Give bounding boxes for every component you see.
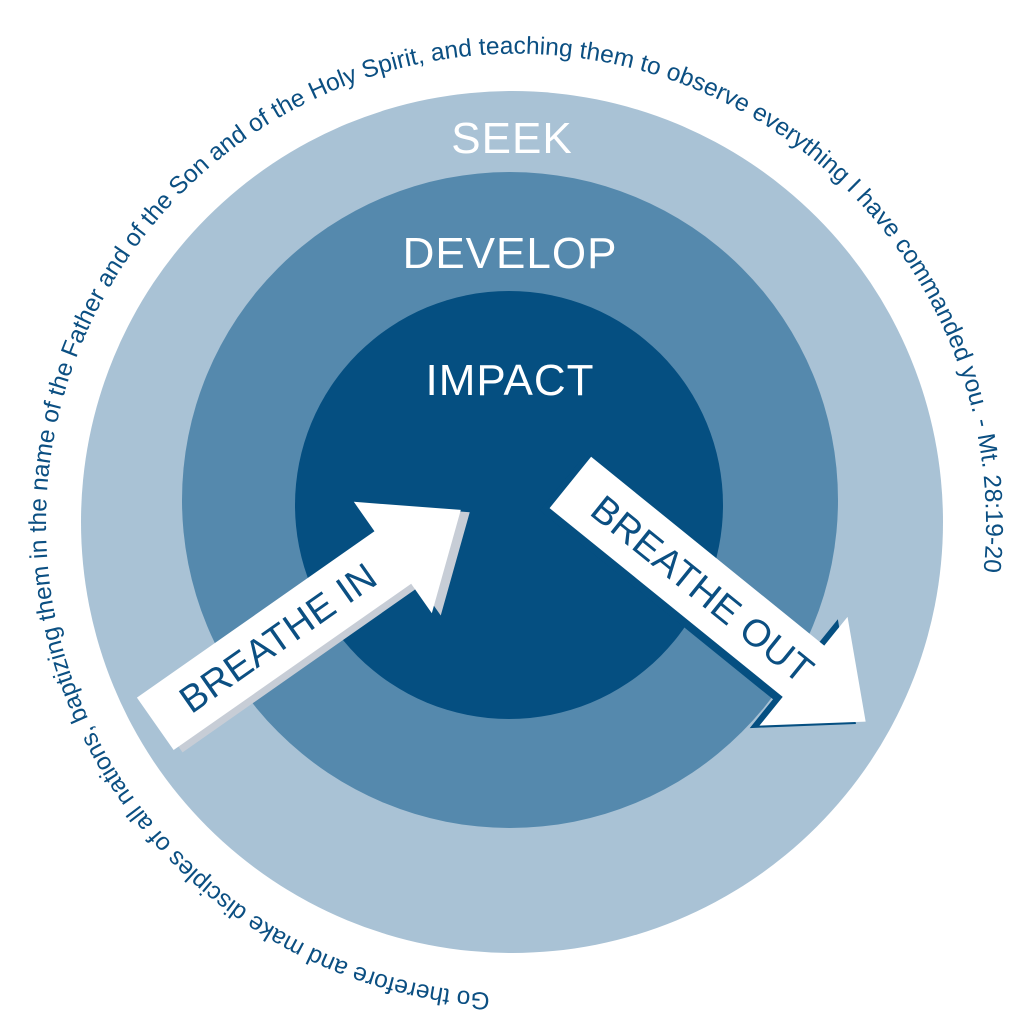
develop-label: DEVELOP: [403, 229, 618, 278]
breathe-out-arrow-body: [549, 456, 866, 726]
impact-label: IMPACT: [426, 356, 595, 405]
inner-circle-impact: [295, 291, 723, 719]
breathe-in-arrow-body: [136, 501, 461, 751]
seek-label: SEEK: [451, 114, 572, 163]
